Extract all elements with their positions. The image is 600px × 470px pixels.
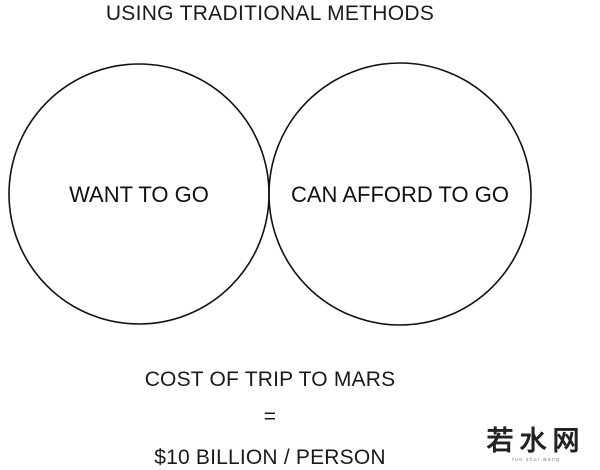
diagram-title: USING TRADITIONAL METHODS [105, 2, 435, 25]
venn-circle-right [268, 62, 532, 326]
watermark-text: 若水网 [486, 426, 586, 457]
watermark-subtext: ruo shui wang [511, 457, 561, 463]
watermark-logo: 若水网 ruo shui wang [486, 426, 586, 464]
equation-equals-sign: = [263, 405, 277, 428]
equation-line-cost: COST OF TRIP TO MARS [144, 368, 396, 391]
equation-line-price: $10 BILLION / PERSON [154, 446, 386, 469]
venn-label-right: CAN AFFORD TO GO [291, 182, 509, 207]
venn-label-left: WANT TO GO [69, 182, 209, 207]
